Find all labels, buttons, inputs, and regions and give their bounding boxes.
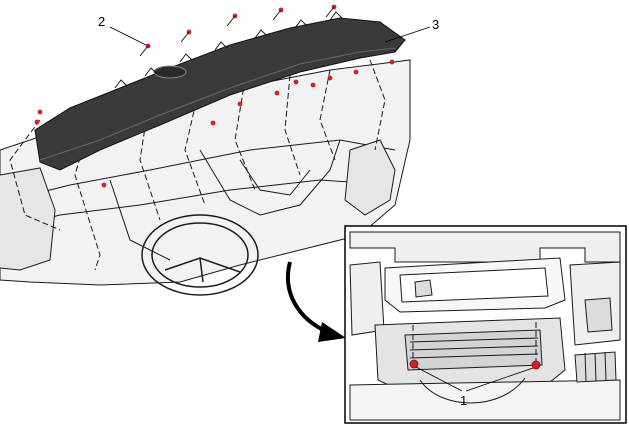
fastener-stems — [139, 6, 335, 57]
upper-dashboard-panel — [34, 11, 406, 171]
fastener-dot — [34, 119, 40, 125]
fastener-dot — [210, 120, 216, 126]
detail-guide-lines — [412, 322, 537, 362]
fastener-dot — [310, 82, 316, 88]
detail-structure — [349, 231, 621, 421]
fastener-dot — [274, 90, 280, 96]
instrument-panel-structure — [0, 59, 411, 286]
leader-line-3 — [384, 26, 431, 43]
fastener-screw — [531, 360, 541, 370]
fastener-dot — [353, 69, 359, 75]
fastener-dot — [237, 101, 243, 107]
detail-inset: 1 — [344, 225, 627, 424]
fastener-screw — [409, 359, 419, 369]
callout-leaders — [109, 26, 431, 46]
steering-wheel — [141, 214, 259, 296]
leader-line-2 — [109, 26, 147, 46]
callout-leaders-1 — [415, 366, 534, 392]
callout-label-2: 2 — [98, 14, 105, 29]
detail-fasteners — [409, 359, 541, 370]
fastener-dot — [101, 182, 107, 188]
dashboard-assembly-overview: 2 3 — [0, 4, 439, 296]
callout-label-3: 3 — [432, 17, 439, 32]
detail-arrow — [286, 261, 346, 342]
fastener-dot — [389, 59, 395, 65]
fastener-dot — [37, 109, 43, 115]
fastener-dot — [327, 75, 333, 81]
fastener-dot — [293, 79, 299, 85]
callout-label-1: 1 — [460, 393, 467, 408]
